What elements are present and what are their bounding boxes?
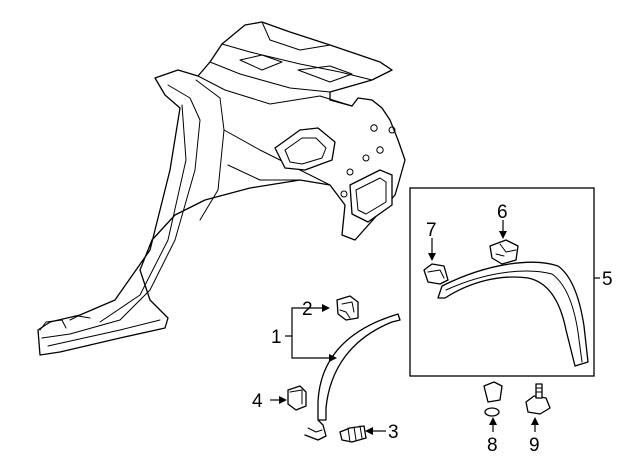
callout-1: 1 (271, 327, 282, 348)
callout-9: 9 (529, 435, 540, 456)
clip-part-6 (489, 239, 519, 265)
callout-6: 6 (497, 202, 508, 223)
callout-3: 3 (388, 422, 399, 443)
callout-7: 7 (426, 220, 437, 241)
part-5-group-box (409, 187, 595, 377)
wheel-arch-molding-strip (304, 313, 401, 441)
callout-8: 8 (487, 435, 498, 456)
clip-part-2 (336, 295, 359, 321)
callout-2: 2 (302, 299, 313, 320)
clip-part-7 (423, 263, 449, 285)
screw-grommet-part-9 (525, 383, 551, 415)
retainer-part-4 (287, 385, 307, 411)
callout-4: 4 (252, 391, 263, 412)
callout-5: 5 (602, 269, 613, 290)
callouts: 1 2 3 4 5 6 7 8 9 (252, 202, 613, 456)
clip-part-8 (483, 381, 503, 417)
quarter-panel (37, 21, 406, 356)
bolt-part-3 (339, 425, 367, 443)
leader-lines (270, 220, 600, 435)
